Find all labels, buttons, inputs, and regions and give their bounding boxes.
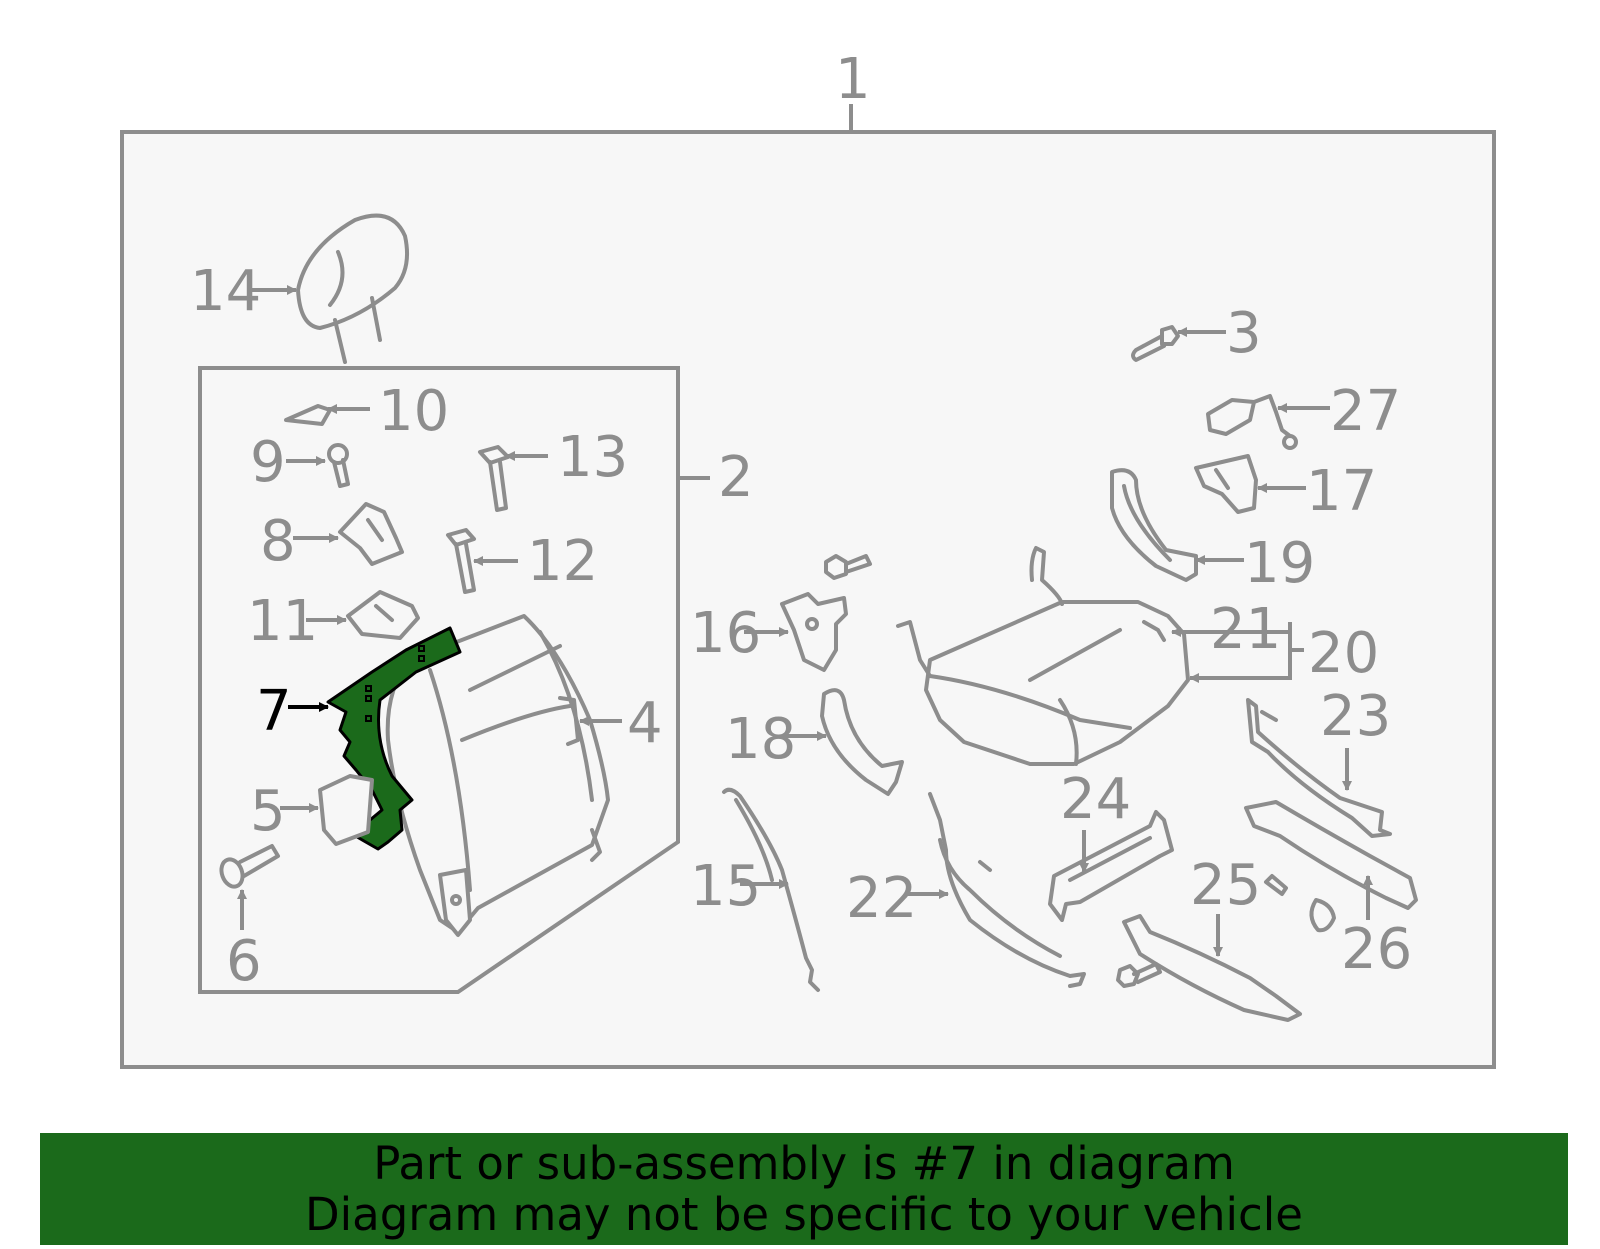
bolt-part-6 (219, 844, 280, 889)
callout-5: 5 (250, 779, 286, 844)
callout-3: 3 (1226, 301, 1262, 366)
callout-24: 24 (1060, 767, 1131, 832)
bracket-part-16 (780, 554, 872, 672)
trim-part-18 (820, 688, 904, 796)
cable-part-15 (722, 787, 820, 992)
callout-16: 16 (690, 601, 761, 666)
callout-1: 1 (835, 47, 871, 112)
callout-2: 2 (718, 445, 754, 510)
rail-part-25 (1116, 914, 1302, 1022)
callout-21: 21 (1210, 597, 1281, 662)
module-part-5 (318, 774, 374, 846)
banner-line-2: Diagram may not be specific to your vehi… (305, 1188, 1303, 1241)
callout-7: 7 (256, 679, 292, 744)
callout-8: 8 (260, 509, 296, 574)
rail-part-23 (1246, 698, 1392, 838)
callout-22: 22 (846, 866, 917, 931)
callout-19: 19 (1244, 531, 1315, 596)
seatback-part (385, 614, 610, 937)
bolt-part-3 (1131, 325, 1180, 362)
callout-9: 9 (250, 430, 286, 495)
callout-26: 26 (1341, 917, 1412, 982)
headrest-part (296, 213, 409, 364)
banner-line-1: Part or sub-assembly is #7 in diagram (373, 1137, 1235, 1190)
callout-12: 12 (527, 529, 598, 594)
rail-part-24 (1048, 810, 1174, 922)
trim-part-19 (1110, 468, 1198, 582)
callout-6: 6 (226, 929, 262, 994)
harness-part-27 (1206, 394, 1298, 450)
callout-27: 27 (1330, 379, 1401, 444)
frame-holes (365, 645, 425, 722)
callout-11: 11 (247, 589, 318, 654)
callout-18: 18 (725, 707, 796, 772)
callout-10: 10 (378, 379, 449, 444)
guide-part-12 (446, 528, 476, 594)
cover-part-11 (346, 590, 420, 640)
info-banner: Part or sub-assembly is #7 in diagram Di… (40, 1133, 1568, 1245)
callout-14: 14 (190, 259, 261, 324)
callout-4: 4 (627, 691, 663, 756)
cushion-part (896, 546, 1190, 766)
callout-23: 23 (1320, 684, 1391, 749)
cover-part-17 (1194, 454, 1258, 514)
callout-25: 25 (1190, 853, 1261, 918)
callout-17: 17 (1306, 459, 1377, 524)
screw-part-9 (327, 443, 350, 488)
rail-part-26 (1244, 800, 1418, 933)
callout-20: 20 (1308, 621, 1379, 686)
callout-13: 13 (557, 425, 628, 490)
lock-part-8 (338, 502, 404, 566)
seatback-box (198, 366, 680, 994)
trim-part-22 (928, 792, 1086, 988)
callout-15: 15 (690, 854, 761, 919)
